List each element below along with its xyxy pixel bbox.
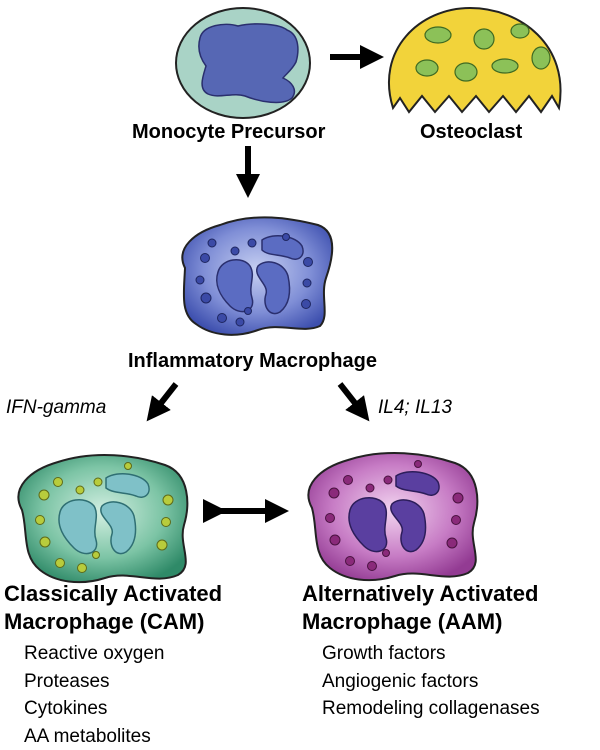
aam-cell [308, 453, 477, 580]
monocyte-label: Monocyte Precursor [132, 121, 325, 144]
aam-product-item: Angiogenic factors [322, 668, 540, 696]
aam-granule [447, 538, 457, 548]
cam-granule [78, 564, 87, 573]
aam-title-line2: Macrophage (AAM) [302, 608, 538, 636]
inflammatory-granule [248, 239, 256, 247]
inflammatory-granule [196, 276, 204, 284]
osteoclast-label: Osteoclast [420, 121, 522, 144]
aam-title: Alternatively Activated Macrophage (AAM) [302, 580, 538, 636]
inflammatory-granule [303, 279, 311, 287]
aam-granule [384, 476, 392, 484]
aam-granule [344, 476, 353, 485]
inflammatory-granule [218, 314, 227, 323]
aam-granule [453, 493, 463, 503]
inflammatory-macrophage-body [182, 217, 332, 334]
aam-granule [329, 488, 339, 498]
cam-granule [162, 518, 171, 527]
inflammatory-granule [302, 300, 311, 309]
inflammatory-granule [231, 247, 239, 255]
cam-granule [157, 540, 167, 550]
aam-granule [383, 550, 390, 557]
osteoclast-nucleus [511, 24, 529, 38]
aam-product-item: Remodeling collagenases [322, 695, 540, 723]
cam-cell [18, 455, 187, 582]
cam-granule [93, 552, 100, 559]
aam-title-line1: Alternatively Activated [302, 580, 538, 608]
cam-granule [40, 537, 50, 547]
osteoclast-nucleus [532, 47, 550, 69]
aam-granule [452, 516, 461, 525]
inflammatory-macrophage-label: Inflammatory Macrophage [128, 350, 377, 373]
osteoclast-nucleus [474, 29, 494, 49]
cam-product-item: Cytokines [24, 695, 164, 723]
cam-product-item: AA metabolites [24, 723, 164, 750]
inflammatory-granule [236, 318, 244, 326]
aam-granule [368, 562, 377, 571]
aam-products-list: Growth factors Angiogenic factors Remode… [322, 640, 540, 723]
arrow-inflammatory-to-aam [340, 384, 362, 412]
cam-granule [56, 559, 65, 568]
aam-granule [366, 484, 374, 492]
il4-il13-label: IL4; IL13 [378, 397, 452, 419]
inflammatory-granule [245, 308, 252, 315]
inflammatory-granule [304, 258, 313, 267]
cam-granule [36, 516, 45, 525]
cam-granule [163, 495, 173, 505]
monocyte-nucleus [199, 24, 298, 103]
aam-granule [330, 535, 340, 545]
monocyte-cell [176, 8, 310, 118]
inflammatory-granule [201, 254, 210, 263]
aam-product-item: Growth factors [322, 640, 540, 668]
inflammatory-granule [208, 239, 216, 247]
cam-title: Classically Activated Macrophage (CAM) [4, 580, 222, 636]
cam-products-list: Reactive oxygen Proteases Cytokines AA m… [24, 640, 164, 750]
osteoclast-cell [389, 8, 561, 112]
cam-granule [76, 486, 84, 494]
cam-granule [39, 490, 49, 500]
cam-title-line2: Macrophage (CAM) [4, 608, 222, 636]
cam-granule [125, 463, 132, 470]
aam-granule [415, 461, 422, 468]
cam-granule [54, 478, 63, 487]
cam-product-item: Proteases [24, 668, 164, 696]
cam-title-line1: Classically Activated [4, 580, 222, 608]
cam-granule [94, 478, 102, 486]
ifn-gamma-label: IFN-gamma [6, 397, 106, 419]
cam-product-item: Reactive oxygen [24, 640, 164, 668]
osteoclast-nucleus [455, 63, 477, 81]
inflammatory-granule [201, 293, 211, 303]
osteoclast-nucleus [492, 59, 518, 73]
osteoclast-nucleus [425, 27, 451, 43]
inflammatory-granule [283, 234, 290, 241]
aam-granule [346, 557, 355, 566]
arrow-inflammatory-to-cam [154, 384, 176, 412]
osteoclast-nucleus [416, 60, 438, 76]
inflammatory-macrophage-cell [182, 217, 332, 334]
aam-granule [326, 514, 335, 523]
